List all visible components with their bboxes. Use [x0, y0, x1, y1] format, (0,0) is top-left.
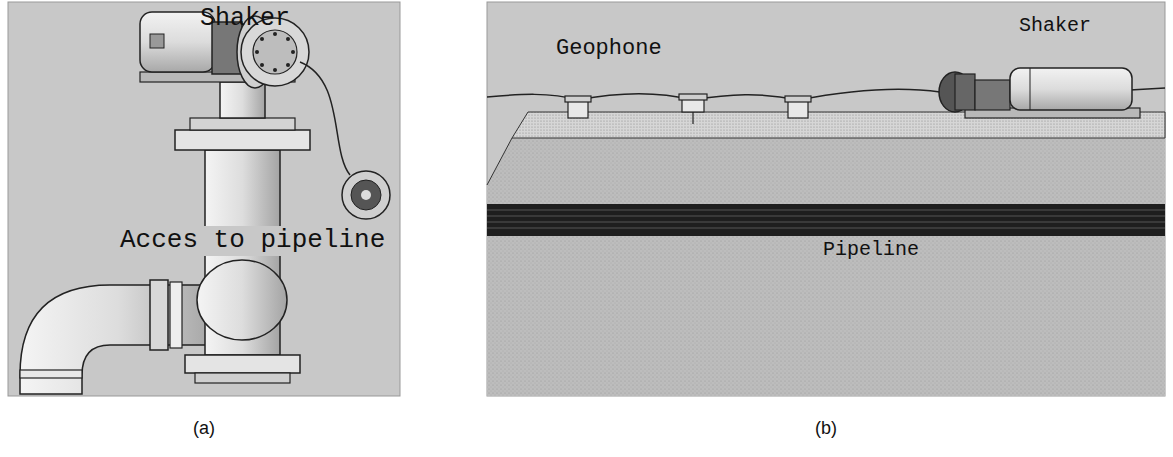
panel-label: (a)	[193, 418, 215, 439]
panel-label: (b)	[815, 418, 837, 439]
part-label: Shaker	[1019, 14, 1091, 37]
part-label: Acces to pipeline	[118, 226, 387, 256]
panel-b	[487, 2, 1165, 396]
part-label: Geophone	[556, 36, 662, 61]
part-label: Pipeline	[823, 238, 919, 261]
part-label: Shaker	[200, 5, 290, 34]
panel-a	[8, 2, 400, 396]
